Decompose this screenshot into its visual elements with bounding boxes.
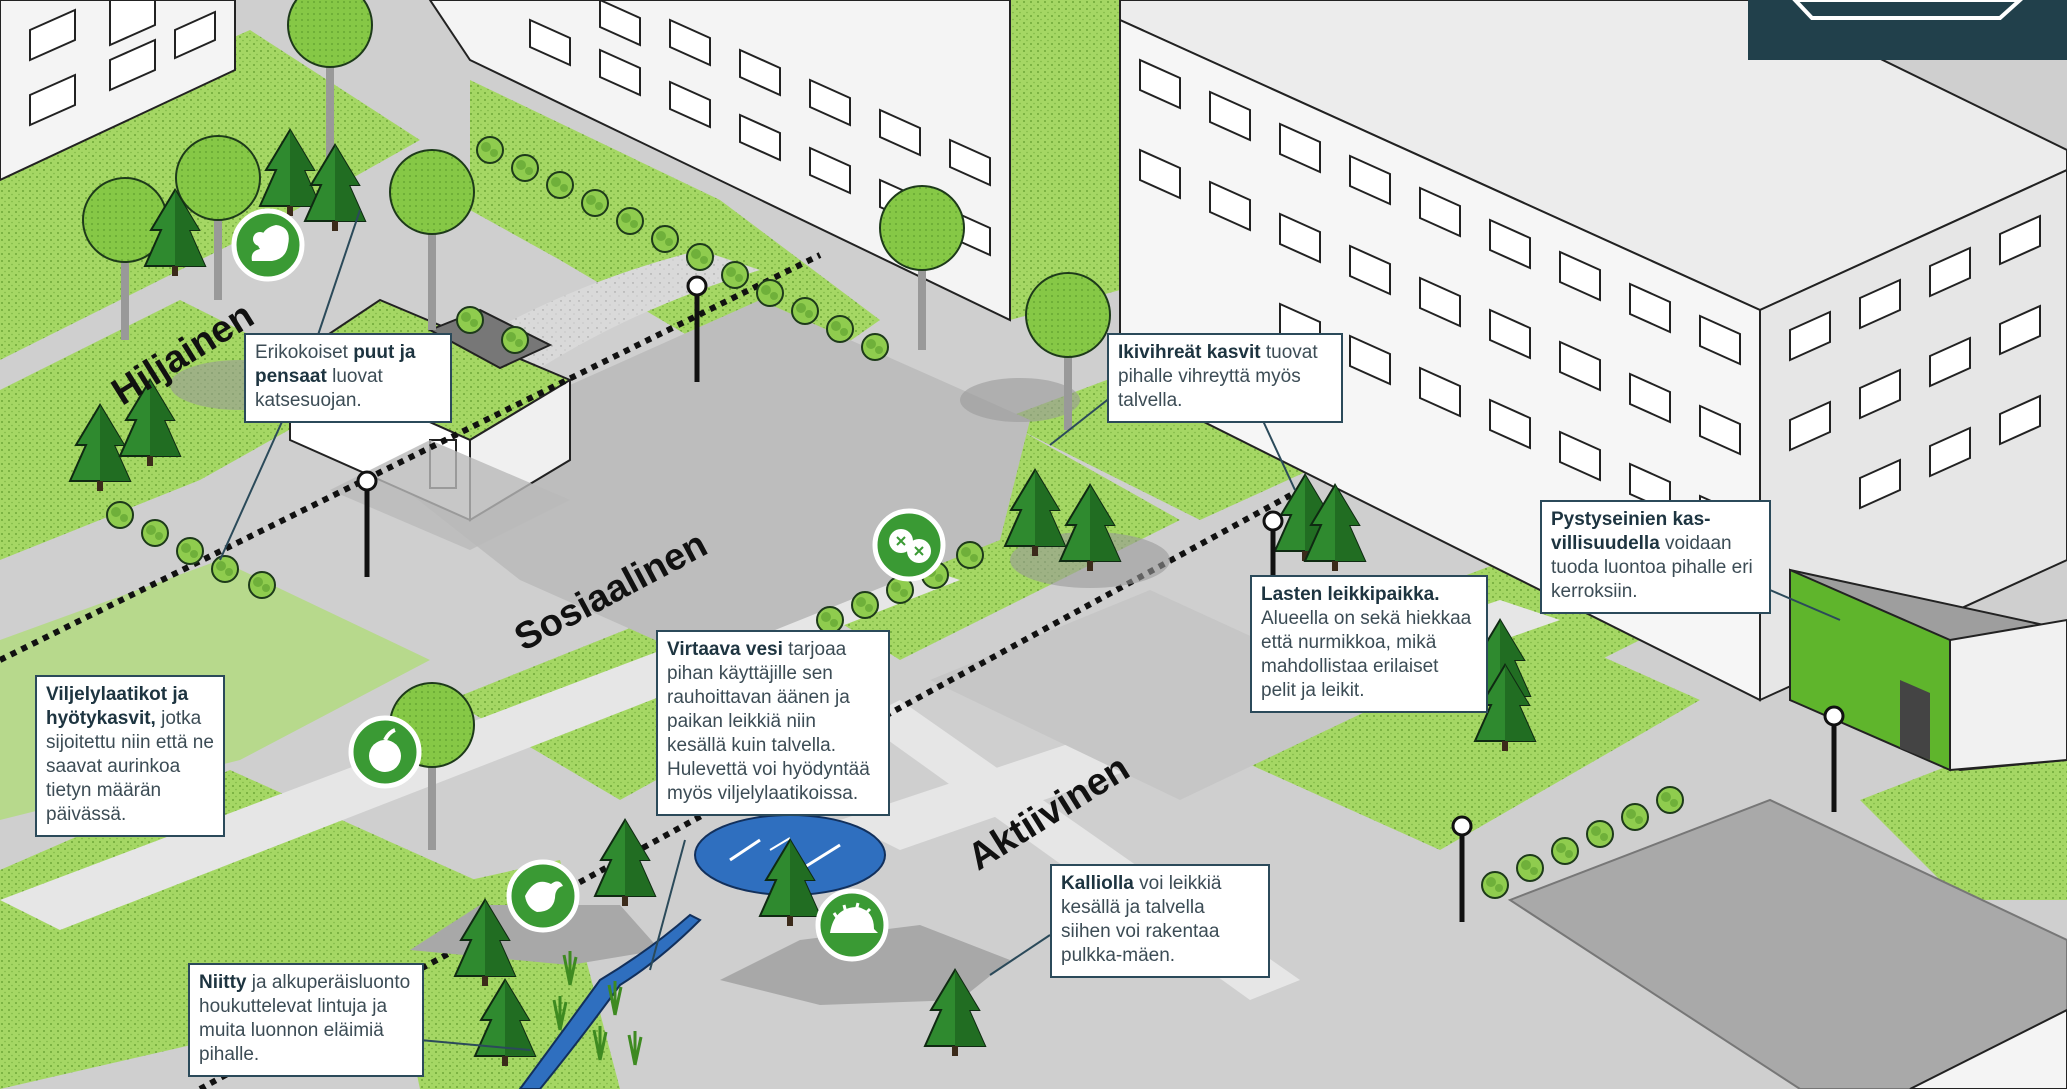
callout-planters-post: jotka sijoitettu niin että ne saavat aur… xyxy=(46,708,214,825)
apple-icon xyxy=(351,718,419,786)
callout-vertical-post: voidaan tuoda luontoa pihalle eri kerrok… xyxy=(1551,533,1753,602)
rock xyxy=(720,925,1010,1005)
berries-icon xyxy=(875,511,943,579)
callout-playground-post: Alueella on sekä hiekkaa että nurmikkoa,… xyxy=(1261,608,1472,701)
logo-block xyxy=(1748,0,2067,60)
green-wall-shed xyxy=(1789,568,2067,772)
building-center xyxy=(428,0,1011,322)
callout-playground: Lasten leikkipaikka. Alueella on sekä hi… xyxy=(1250,575,1488,713)
plaza xyxy=(380,300,1030,660)
bird-icon xyxy=(509,862,577,930)
callout-trees-bold: puut ja pensaat xyxy=(255,342,416,387)
hedgehog-icon xyxy=(818,891,886,959)
reeds xyxy=(552,951,643,1066)
callout-evergreen-bold: Ikivihreät kasvit xyxy=(1118,342,1261,363)
callout-vertical-bold: Pystyseinien kas-villisuudella xyxy=(1551,509,1711,554)
callout-rock-post: voi leikkiä kesällä ja talvella siihen v… xyxy=(1061,873,1222,966)
callout-water: Virtaava vesi tarjoaa pihan käyttäjille … xyxy=(656,630,890,816)
sports-court xyxy=(1507,798,2067,1089)
callout-evergreen: Ikivihreät kasvit tuovat pihalle vihreyt… xyxy=(1107,333,1343,423)
callout-rock-bold: Kalliolla xyxy=(1061,873,1134,894)
callout-meadow-post: ja alkuperäisluonto houkuttelevat lintuj… xyxy=(199,972,411,1065)
callout-playground-bold: Lasten leikkipaikka. xyxy=(1261,584,1440,605)
play-sand xyxy=(930,590,1390,800)
callout-planters-bold: Viljelylaatikot ja hyötykasvit, xyxy=(46,684,189,729)
callout-evergreen-post: tuovat pihalle vihreyttä myös talvella. xyxy=(1118,342,1318,411)
callout-trees-post: luovat katsesuojan. xyxy=(255,366,383,411)
callout-trees-pre: Erikokoiset xyxy=(255,342,354,363)
callout-water-post: tarjoaa pihan käyttäjille sen rauhoittav… xyxy=(667,639,870,804)
squirrel-icon xyxy=(234,211,302,279)
callout-trees: Erikokoiset puut ja pensaat luovat katse… xyxy=(244,333,452,423)
building-left xyxy=(0,0,236,182)
callout-vertical: Pystyseinien kas-villisuudella voidaan t… xyxy=(1540,500,1771,614)
callout-planters: Viljelylaatikot ja hyötykasvit, jotka si… xyxy=(35,675,225,837)
deciduous-trees xyxy=(82,0,1111,850)
callout-meadow-bold: Niitty xyxy=(199,972,247,993)
callout-meadow: Niitty ja alkuperäisluonto houkuttelevat… xyxy=(188,963,424,1077)
fence xyxy=(1909,1008,2067,1089)
callout-rock: Kalliolla voi leikkiä kesällä ja talvell… xyxy=(1050,864,1270,978)
callout-water-bold: Virtaava vesi xyxy=(667,639,783,660)
